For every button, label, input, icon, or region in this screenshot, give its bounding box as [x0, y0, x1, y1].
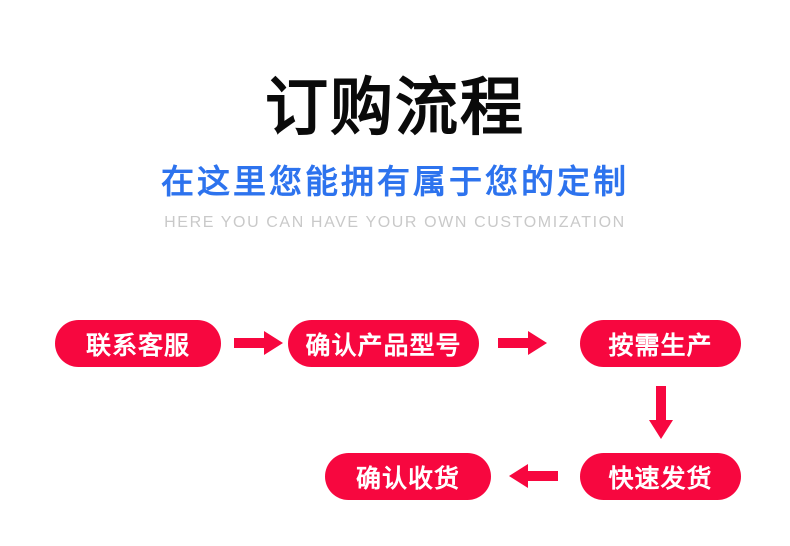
- arrow-shaft: [498, 338, 530, 348]
- subtitle-english: HERE YOU CAN HAVE YOUR OWN CUSTOMIZATION: [164, 214, 626, 231]
- arrow-right-icon: [498, 331, 548, 355]
- arrow-head: [509, 464, 528, 488]
- arrow-head: [264, 331, 283, 355]
- arrow-shaft: [526, 471, 558, 481]
- arrow-head: [649, 420, 673, 439]
- subtitle-chinese: 在这里您能拥有属于您的定制: [161, 163, 629, 200]
- flow-node-fast-shipping[interactable]: 快速发货: [580, 453, 741, 500]
- flow-node-confirm-model[interactable]: 确认产品型号: [288, 320, 479, 367]
- page-title: 订购流程: [265, 73, 525, 143]
- flow-node-contact-service[interactable]: 联系客服: [55, 320, 221, 367]
- flow-node-produce-on-demand[interactable]: 按需生产: [580, 320, 741, 367]
- flow-node-confirm-receipt[interactable]: 确认收货: [325, 453, 491, 500]
- arrow-head: [528, 331, 547, 355]
- arrow-down-icon: [649, 386, 673, 440]
- arrow-right-icon: [234, 331, 284, 355]
- arrow-left-icon: [508, 464, 558, 488]
- arrow-shaft: [234, 338, 266, 348]
- arrow-shaft: [656, 386, 666, 422]
